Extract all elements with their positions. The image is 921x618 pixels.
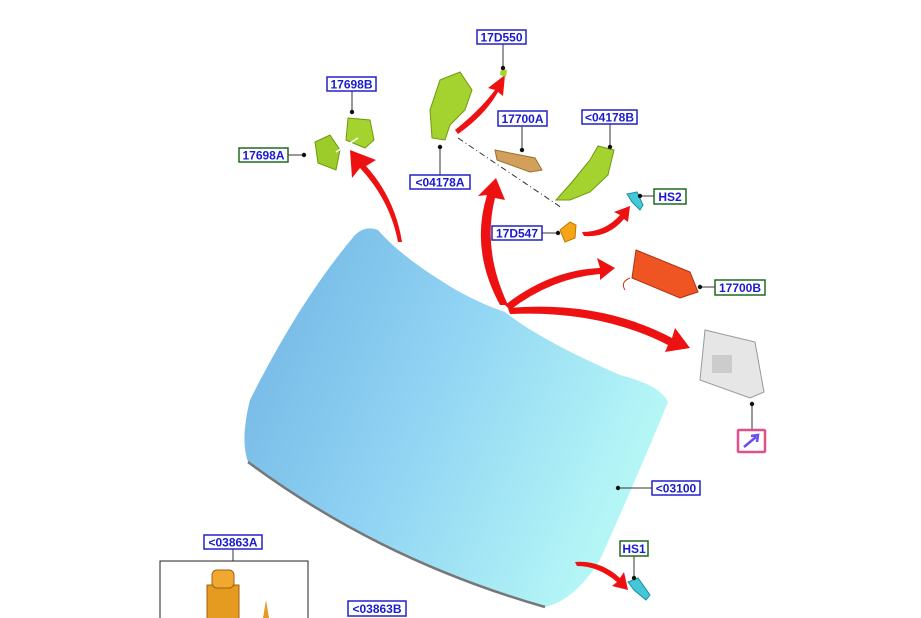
red-arrows bbox=[350, 75, 690, 590]
part-mirror-module[interactable] bbox=[699, 329, 765, 399]
label-17698A[interactable]: 17698A bbox=[238, 147, 289, 163]
svg-text:17698B: 17698B bbox=[330, 78, 372, 92]
part-17D547[interactable] bbox=[559, 221, 577, 243]
svg-text:<04178A: <04178A bbox=[415, 176, 464, 190]
svg-text:<03100: <03100 bbox=[656, 482, 697, 496]
part-17698B[interactable] bbox=[335, 117, 375, 153]
arrow-to-17700B bbox=[505, 258, 615, 310]
svg-text:17D547: 17D547 bbox=[496, 227, 538, 241]
part-04178A[interactable] bbox=[429, 71, 473, 141]
label-03100[interactable]: <03100 bbox=[651, 480, 701, 496]
leader-lines bbox=[232, 44, 753, 578]
svg-text:17700B: 17700B bbox=[719, 281, 761, 295]
part-17698A[interactable] bbox=[314, 134, 341, 171]
inset-03863A bbox=[159, 560, 309, 618]
label-17D550[interactable]: 17D550 bbox=[476, 29, 527, 45]
label-03863B[interactable]: <03863B bbox=[347, 600, 407, 617]
windshield-glass[interactable] bbox=[244, 228, 668, 609]
part-17700B[interactable] bbox=[622, 249, 699, 299]
arrow-to-17698 bbox=[350, 150, 402, 242]
part-17700A[interactable] bbox=[494, 149, 543, 173]
svg-text:HS2: HS2 bbox=[658, 190, 682, 204]
label-17698B[interactable]: 17698B bbox=[326, 76, 377, 92]
label-17700A[interactable]: 17700A bbox=[497, 110, 548, 127]
svg-text:<03863A: <03863A bbox=[208, 536, 257, 550]
svg-text:<04178B: <04178B bbox=[585, 111, 634, 125]
arrow-link-icon[interactable] bbox=[736, 428, 767, 454]
svg-text:<03863B: <03863B bbox=[352, 602, 401, 616]
center-line bbox=[457, 137, 563, 209]
label-17D547[interactable]: 17D547 bbox=[491, 225, 543, 241]
label-HS1[interactable]: HS1 bbox=[619, 540, 649, 557]
label-HS2[interactable]: HS2 bbox=[653, 188, 687, 205]
label-04178A[interactable]: <04178A bbox=[409, 174, 471, 190]
part-HS1-bolt[interactable] bbox=[627, 577, 651, 601]
label-03863A[interactable]: <03863A bbox=[203, 534, 263, 550]
arrow-to-17D550 bbox=[455, 75, 505, 134]
svg-text:HS1: HS1 bbox=[622, 542, 646, 556]
svg-text:17700A: 17700A bbox=[501, 112, 543, 126]
svg-text:17D550: 17D550 bbox=[480, 31, 522, 45]
svg-text:17698A: 17698A bbox=[242, 149, 284, 163]
part-17D550[interactable] bbox=[500, 69, 507, 77]
label-17700B[interactable]: 17700B bbox=[714, 279, 766, 296]
arrow-to-mirror-module bbox=[508, 306, 690, 352]
part-04178B[interactable] bbox=[554, 145, 615, 201]
arrow-to-04178A bbox=[478, 178, 508, 305]
arrow-to-HS2 bbox=[582, 206, 630, 237]
leader-dots bbox=[301, 65, 755, 581]
label-04178B[interactable]: <04178B bbox=[581, 109, 638, 125]
arrow-to-HS1 bbox=[575, 561, 628, 590]
